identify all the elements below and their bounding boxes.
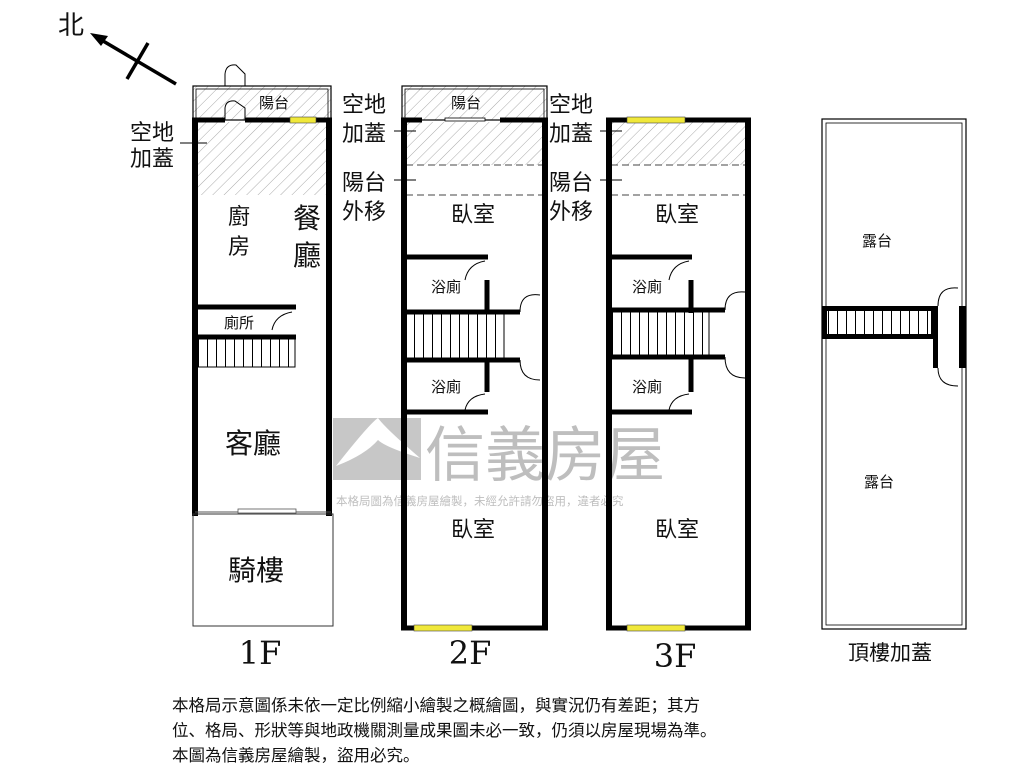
disclaimer-line: 本格局示意圖係未依一定比例縮小繪製之概繪圖，與實況仍有差距；其方 bbox=[172, 696, 700, 715]
room-bathroom: 浴廁 bbox=[632, 378, 662, 396]
door[interactable] bbox=[224, 64, 246, 86]
room-arcade: 騎樓 bbox=[228, 554, 284, 587]
door[interactable] bbox=[724, 291, 746, 379]
door[interactable] bbox=[668, 393, 690, 411]
annex-label: 空地 bbox=[130, 121, 174, 146]
staircase bbox=[405, 313, 505, 360]
watermark: 信義房屋 本格局圖為信義房屋繪製，未經允許請勿盜用，違者必究 bbox=[333, 418, 665, 508]
annex-label: 加蓋 bbox=[549, 122, 593, 147]
room-balcony: 陽台 bbox=[259, 94, 289, 112]
door[interactable] bbox=[519, 294, 541, 381]
sliding-door[interactable] bbox=[237, 508, 297, 514]
door[interactable] bbox=[668, 260, 690, 281]
floor-label-2f: 2F bbox=[449, 634, 492, 672]
floor-1f bbox=[192, 64, 334, 627]
door[interactable] bbox=[224, 100, 246, 120]
staircase bbox=[197, 338, 296, 368]
room-terrace: 露台 bbox=[864, 473, 894, 491]
disclaimer-line: 位、格局、形狀等與地政機關測量成果圖未必一致，仍須以房屋現場為準。 bbox=[172, 721, 717, 740]
room-bathroom: 浴廁 bbox=[431, 278, 461, 296]
annex-label: 空地 bbox=[549, 93, 593, 118]
staircase bbox=[827, 311, 931, 334]
room-living: 客廳 bbox=[225, 427, 281, 460]
moved-balcony-label: 陽台 bbox=[549, 171, 593, 196]
window bbox=[289, 116, 317, 124]
room-bedroom: 臥室 bbox=[451, 518, 495, 543]
floor-label-1f: 1F bbox=[239, 634, 282, 672]
room-dining: 餐 bbox=[293, 202, 321, 235]
room-balcony: 陽台 bbox=[451, 94, 481, 112]
room-bathroom: 浴廁 bbox=[632, 278, 662, 296]
floor-3f bbox=[606, 116, 751, 632]
north-arrow-icon bbox=[90, 33, 177, 86]
room-bedroom: 臥室 bbox=[451, 203, 495, 228]
north-label: 北 bbox=[58, 11, 84, 41]
annex-label: 空地 bbox=[342, 93, 386, 118]
window bbox=[413, 624, 473, 632]
room-toilet: 廁所 bbox=[224, 314, 254, 332]
room-dining: 廳 bbox=[293, 239, 321, 272]
door[interactable] bbox=[464, 393, 486, 411]
door[interactable] bbox=[464, 260, 486, 281]
watermark-notice: 本格局圖為信義房屋繪製，未經允許請勿盜用，違者必究 bbox=[336, 494, 624, 508]
door[interactable] bbox=[271, 311, 293, 331]
room-bedroom: 臥室 bbox=[655, 518, 699, 543]
staircase bbox=[610, 311, 710, 356]
room-bathroom: 浴廁 bbox=[431, 378, 461, 396]
floor-roof bbox=[821, 118, 967, 630]
window bbox=[626, 116, 686, 124]
floor-label-roof: 頂樓加蓋 bbox=[848, 641, 932, 665]
room-kitchen: 廚 bbox=[228, 205, 250, 230]
floor-2f bbox=[401, 85, 548, 632]
disclaimer-line: 本圖為信義房屋繪製，盜用必究。 bbox=[172, 746, 420, 765]
annex-label: 加蓋 bbox=[130, 147, 174, 172]
door[interactable] bbox=[937, 287, 959, 387]
room-kitchen: 房 bbox=[228, 235, 250, 260]
moved-balcony-label: 外移 bbox=[342, 200, 386, 225]
disclaimer: 本格局示意圖係未依一定比例縮小繪製之概繪圖，與實況仍有差距；其方 位、格局、形狀… bbox=[172, 693, 717, 768]
floor-label-3f: 3F bbox=[654, 637, 697, 675]
window bbox=[626, 624, 686, 632]
annex-label: 加蓋 bbox=[342, 122, 386, 147]
moved-balcony-label: 陽台 bbox=[342, 171, 386, 196]
room-terrace: 露台 bbox=[862, 232, 892, 250]
room-bedroom: 臥室 bbox=[655, 203, 699, 228]
moved-balcony-label: 外移 bbox=[549, 200, 593, 225]
sliding-door[interactable] bbox=[444, 117, 486, 122]
